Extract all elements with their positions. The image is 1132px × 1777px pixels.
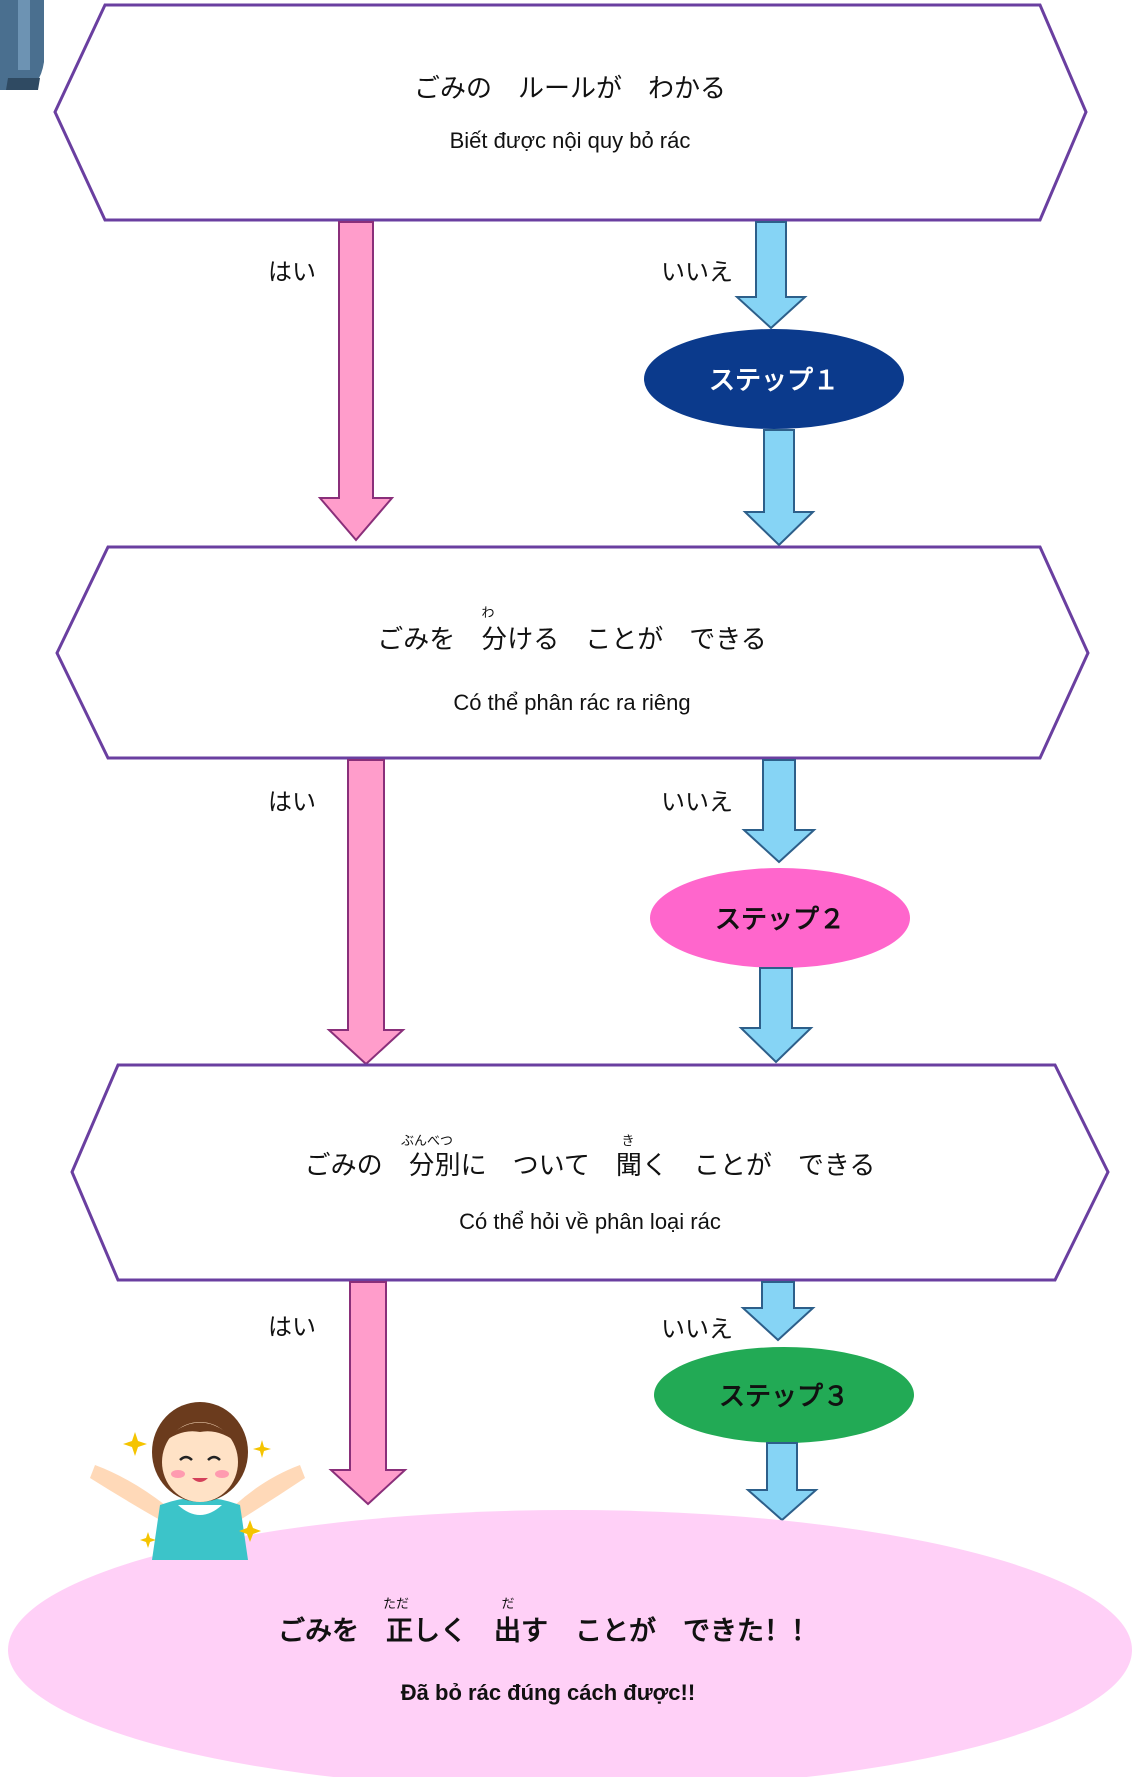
no-arrow-1a: [734, 221, 808, 330]
no-arrow-2a: [741, 759, 817, 864]
step-2-badge: [650, 868, 910, 968]
no-label-2: いいえ: [661, 788, 733, 816]
question-box-3: [70, 1063, 1110, 1282]
yes-arrow-3: [328, 1281, 408, 1506]
question-3-jp: ごみの 分別に ついて 聞く ことが できる: [305, 1151, 876, 1181]
person-icon: [0, 0, 44, 90]
happy-woman-icon: [90, 1402, 305, 1560]
yes-label-2: はい: [268, 788, 316, 816]
goal-ellipse: [8, 1510, 1132, 1777]
question-3-ruby-2: き: [621, 1134, 634, 1149]
question-2-ruby: わ: [481, 606, 494, 621]
no-arrow-2b: [738, 967, 814, 1064]
question-2-vn: Có thể phân rác ra riêng: [453, 690, 690, 715]
no-arrow-3a: [740, 1281, 816, 1342]
step-2-label: ステップ２: [715, 905, 845, 935]
goal-jp: ごみを 正しく 出す ことが できた！！: [278, 1615, 818, 1647]
goal-ruby-1: ただ: [383, 1597, 409, 1612]
question-box-1: [53, 3, 1088, 222]
step-3-label: ステップ３: [719, 1382, 849, 1412]
step-1-label: ステップ１: [709, 366, 839, 396]
yes-arrow-1: [317, 221, 395, 542]
step-1-badge: [644, 329, 904, 429]
no-arrow-1b: [742, 429, 816, 547]
question-3-vn: Có thể hỏi về phân loại rác: [459, 1209, 721, 1234]
question-1-vn: Biết được nội quy bỏ rác: [450, 128, 691, 153]
yes-label-3: はい: [268, 1313, 316, 1341]
no-arrow-3b: [745, 1442, 819, 1522]
question-box-2: [55, 545, 1090, 760]
no-label-3: いいえ: [661, 1315, 733, 1343]
yes-label-1: はい: [268, 258, 316, 286]
yes-arrow-2: [326, 759, 406, 1066]
no-label-1: いいえ: [661, 258, 733, 286]
question-1-jp: ごみの ルールが わかる: [414, 74, 726, 104]
sparkle-icon: [123, 1432, 271, 1548]
goal-vn: Đã bỏ rác đúng cách được!!: [401, 1680, 695, 1705]
question-3-ruby-1: ぶんべつ: [401, 1134, 453, 1149]
goal-ruby-2: だ: [501, 1597, 514, 1612]
step-3-badge: [654, 1347, 914, 1443]
question-2-jp: ごみを 分ける ことが できる: [377, 625, 766, 655]
